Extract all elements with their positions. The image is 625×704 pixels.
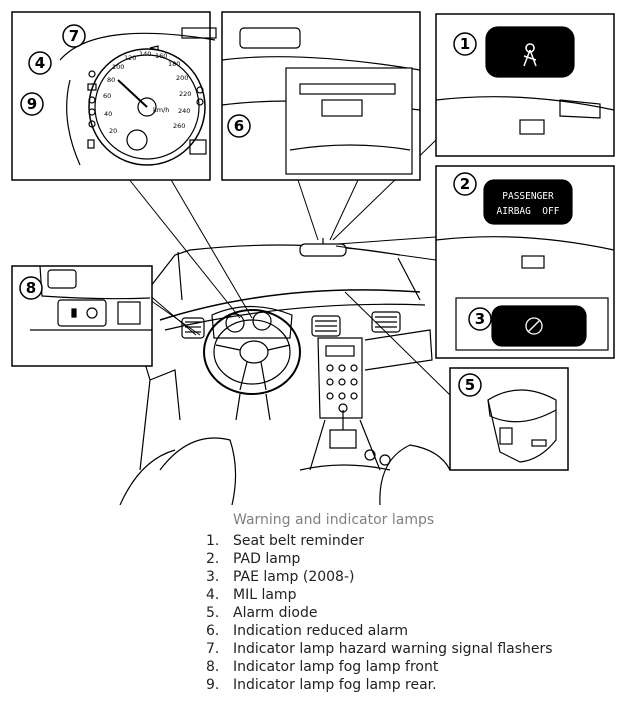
- passenger-label: PASSENGER: [502, 191, 554, 202]
- speedo-tick: 200: [176, 74, 188, 82]
- legend-item-number: 4.: [206, 587, 220, 603]
- legend-item-text: Seat belt reminder: [233, 533, 365, 549]
- speedo-tick: 220: [179, 90, 191, 98]
- legend-item-number: 1.: [206, 533, 220, 549]
- speedo-tick: 100: [112, 63, 124, 71]
- speedo-tick: 180: [168, 60, 180, 68]
- callout-4: [28, 51, 52, 75]
- legend-item-text: Indication reduced alarm: [233, 623, 408, 639]
- legend-item: 3. PAE lamp (2008-): [206, 568, 616, 586]
- speedo-tick: 80: [107, 76, 115, 84]
- legend-item-number: 3.: [206, 569, 220, 585]
- legend-item: 5. Alarm diode: [206, 604, 616, 622]
- callout-5: [458, 373, 482, 397]
- speedo-tick: 260: [173, 122, 185, 130]
- callout-2-label: 2: [460, 175, 470, 193]
- callout-6: [227, 114, 251, 138]
- legend-item: 4. MIL lamp: [206, 586, 616, 604]
- speedo-unit: km/h: [153, 106, 169, 114]
- speedo-tick: 240: [178, 107, 190, 115]
- legend-item-number: 9.: [206, 677, 220, 693]
- foglamp-detail-panel: [11, 265, 153, 367]
- legend-item-text: PAE lamp (2008-): [233, 569, 355, 585]
- legend-item-number: 2.: [206, 551, 220, 567]
- legend-list: 1. Seat belt reminder 2. PAD lamp 3. PAE la…: [206, 532, 616, 694]
- legend-item-text: Alarm diode: [233, 605, 318, 621]
- legend-item: 1. Seat belt reminder: [206, 532, 616, 550]
- legend-item-number: 8.: [206, 659, 220, 675]
- legend-item-text: Indicator lamp fog lamp rear.: [233, 677, 437, 693]
- speedo-tick: 60: [103, 92, 111, 100]
- legend-item: 6. Indication reduced alarm: [206, 622, 616, 640]
- airbag-text: PASSENGER AIRBAG OFF: [497, 191, 560, 217]
- callout-9-label: 9: [27, 95, 37, 113]
- callout-6-label: 6: [234, 117, 244, 135]
- callout-3: [468, 307, 492, 331]
- legend-item-text: MIL lamp: [233, 587, 297, 603]
- legend-item-text: Indicator lamp fog lamp front: [233, 659, 439, 675]
- legend-item: 8. Indicator lamp fog lamp front: [206, 658, 616, 676]
- cluster-detail-panel: [11, 11, 217, 181]
- legend-item: 7. Indicator lamp hazard warning signal f…: [206, 640, 616, 658]
- callout-markers: [19, 24, 492, 397]
- legend-item-number: 5.: [206, 605, 220, 621]
- speedo-tick: 160: [155, 52, 167, 60]
- callout-3-label: 3: [475, 310, 485, 328]
- cockpit-illustration: [119, 238, 451, 505]
- callout-2: [453, 172, 477, 196]
- callout-7: [62, 24, 86, 48]
- legend-item-text: Indicator lamp hazard warning signal fla…: [233, 641, 553, 657]
- callout-8-label: 8: [26, 279, 36, 297]
- callout-8: [19, 276, 43, 300]
- airbag-off-label: AIRBAG OFF: [497, 206, 560, 217]
- overhead-detail-panel: [221, 11, 421, 181]
- callout-1: [453, 32, 477, 56]
- legend-item-text: PAD lamp: [233, 551, 301, 567]
- legend-item: 2. PAD lamp: [206, 550, 616, 568]
- callout-4-label: 4: [35, 54, 45, 72]
- callout-9: [20, 92, 44, 116]
- speedo-tick: 40: [104, 110, 112, 118]
- legend-item: 9. Indicator lamp fog lamp rear.: [206, 676, 616, 694]
- alarm-detail-panel: [449, 367, 569, 471]
- legend-caption: Warning and indicator lamps 1. Seat belt …: [206, 511, 616, 694]
- callout-1-label: 1: [460, 35, 470, 53]
- speedo-tick: 120: [124, 54, 136, 62]
- speedo-tick: 20: [109, 127, 117, 135]
- callout-labels: 7 4 9 6 1 2 3 5 8: [26, 27, 485, 394]
- callout-5-label: 5: [465, 376, 475, 394]
- airbag-detail-panel: [435, 165, 615, 359]
- callout-7-label: 7: [69, 27, 79, 45]
- speedo-ticks: 20 40 60 80 100 120 140 160 180 200 220 …: [103, 50, 191, 135]
- speedo-tick: 140: [139, 50, 151, 58]
- caption-title: Warning and indicator lamps: [233, 512, 435, 528]
- dashboard-diagram: 20 40 60 80 100 120 140 160 180 200 220 …: [11, 11, 615, 505]
- legend-item-number: 7.: [206, 641, 220, 657]
- legend-item-number: 6.: [206, 623, 220, 639]
